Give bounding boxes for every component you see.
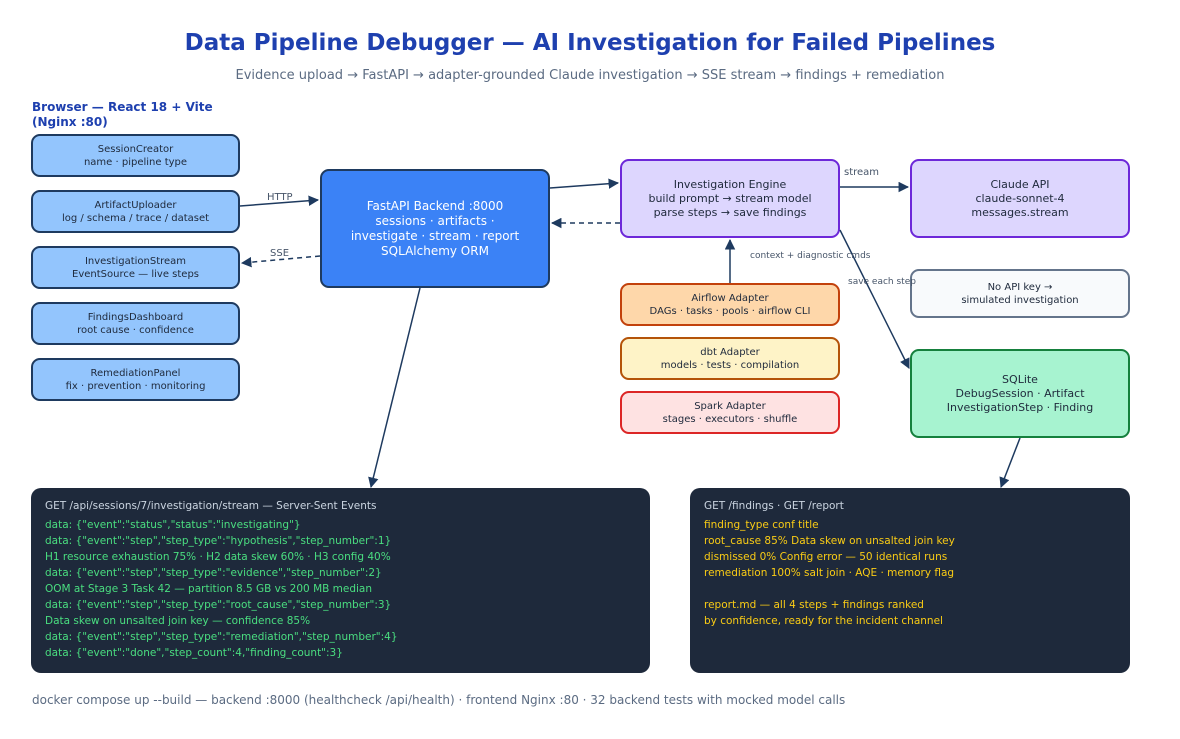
node-desc: models · tests · compilation xyxy=(660,359,800,371)
findings-report-panel: GET /findings · GET /report finding_type… xyxy=(690,488,1130,673)
backend-to-engine-arrow xyxy=(549,178,620,189)
stream-edge-label: stream xyxy=(844,167,880,178)
findings-line: finding_type conf title xyxy=(704,519,819,531)
sse-panel-title: GET /api/sessions/7/investigation/stream… xyxy=(45,500,377,512)
footer-note: docker compose up --build — backend :800… xyxy=(32,693,846,707)
node-title: SessionCreator xyxy=(97,143,174,155)
dbt-adapter-node: dbt Adapter models · tests · compilation xyxy=(620,337,840,380)
sse-line: data: {"event":"step","step_type":"root_… xyxy=(45,599,392,611)
node-title: Investigation Engine xyxy=(673,177,787,191)
findings-line xyxy=(704,581,1116,597)
node-title: SQLite xyxy=(1002,372,1038,386)
node-line: claude-sonnet-4 xyxy=(975,191,1065,205)
node-title: Airflow Adapter xyxy=(691,292,769,304)
sse-stream-panel: GET /api/sessions/7/investigation/stream… xyxy=(31,488,650,673)
airflow-adapter-node: Airflow Adapter DAGs · tasks · pools · a… xyxy=(620,283,840,326)
http-edge-label: HTTP xyxy=(267,192,293,203)
node-line: DebugSession · Artifact xyxy=(955,386,1085,400)
node-line: build prompt → stream model xyxy=(648,191,812,205)
node-line: sessions · artifacts · xyxy=(375,213,495,228)
backend-to-sse-panel-arrow xyxy=(368,287,421,489)
findings-line: root_cause 85% Data skew on unsalted joi… xyxy=(704,535,955,547)
findings-line: by confidence, ready for the incident ch… xyxy=(704,615,943,627)
investigation-engine-node: Investigation Engine build prompt → stre… xyxy=(620,159,840,238)
http-arrow xyxy=(239,195,320,207)
findings-line: report.md — all 4 steps + findings ranke… xyxy=(704,599,924,611)
node-desc: stages · executors · shuffle xyxy=(662,413,798,425)
node-title: InvestigationStream xyxy=(84,255,187,267)
claude-api-node: Claude API claude-sonnet-4 messages.stre… xyxy=(910,159,1130,238)
sse-line: data: {"event":"step","step_type":"evide… xyxy=(45,567,382,579)
sqlite-node: SQLite DebugSession · Artifact Investiga… xyxy=(910,349,1130,438)
findings-line: dismissed 0% Config error — 50 identical… xyxy=(704,551,948,563)
node-line: simulated investigation xyxy=(961,294,1079,306)
node-title: Claude API xyxy=(990,177,1050,191)
page-subtitle: Evidence upload → FastAPI → adapter-grou… xyxy=(235,68,945,83)
findings-line: remediation 100% salt join · AQE · memor… xyxy=(704,567,955,579)
node-line: InvestigationStep · Finding xyxy=(946,400,1094,414)
node-desc: DAGs · tasks · pools · airflow CLI xyxy=(649,305,811,317)
node-title: FindingsDashboard xyxy=(87,311,184,323)
findings-dashboard-node: FindingsDashboard root cause · confidenc… xyxy=(31,302,240,345)
no-api-key-node: No API key → simulated investigation xyxy=(910,269,1130,318)
node-line: SQLAlchemy ORM xyxy=(381,243,489,258)
sse-line: Data skew on unsalted join key — confide… xyxy=(45,615,311,627)
artifact-uploader-node: ArtifactUploader log / schema / trace / … xyxy=(31,190,240,233)
investigation-stream-node: InvestigationStream EventSource — live s… xyxy=(31,246,240,289)
node-title: ArtifactUploader xyxy=(94,199,177,211)
sse-line: OOM at Stage 3 Task 42 — partition 8.5 G… xyxy=(45,583,373,595)
context-edge-label: context + diagnostic cmds xyxy=(750,251,871,261)
sse-edge-label: SSE xyxy=(270,248,290,259)
node-desc: name · pipeline type xyxy=(83,156,188,168)
sse-line: data: {"event":"step","step_type":"hypot… xyxy=(45,535,392,547)
node-title: RemediationPanel xyxy=(90,367,181,379)
node-title: FastAPI Backend :8000 xyxy=(366,198,504,213)
node-desc: root cause · confidence xyxy=(77,324,194,336)
sse-line: data: {"event":"status","status":"invest… xyxy=(45,519,301,531)
save-edge-label: save each step xyxy=(848,277,916,287)
node-desc: log / schema / trace / dataset xyxy=(61,212,210,224)
node-line: investigate · stream · report xyxy=(350,228,520,243)
sse-line: data: {"event":"step","step_type":"remed… xyxy=(45,631,398,643)
node-title: Spark Adapter xyxy=(694,400,766,412)
node-desc: fix · prevention · monitoring xyxy=(65,380,206,392)
page-title: Data Pipeline Debugger — AI Investigatio… xyxy=(184,30,996,56)
save-step-arrow xyxy=(839,229,910,369)
node-title: dbt Adapter xyxy=(700,346,760,358)
sse-line: data: {"event":"done","step_count":4,"fi… xyxy=(45,647,343,659)
remediation-panel-node: RemediationPanel fix · prevention · moni… xyxy=(31,358,240,401)
sse-arrow xyxy=(240,255,321,268)
findings-panel-title: GET /findings · GET /report xyxy=(704,500,844,512)
sqlite-to-findings-arrow xyxy=(999,437,1021,488)
browser-section-label: Browser — React 18 + Vite (Nginx :80) xyxy=(32,100,213,129)
spark-adapter-node: Spark Adapter stages · executors · shuff… xyxy=(620,391,840,434)
sse-line: H1 resource exhaustion 75% · H2 data ske… xyxy=(45,551,391,563)
node-line: messages.stream xyxy=(971,205,1069,219)
node-line: parse steps → save findings xyxy=(653,205,807,219)
node-line: No API key → xyxy=(987,281,1053,293)
fastapi-backend-node: FastAPI Backend :8000 sessions · artifac… xyxy=(320,169,550,288)
session-creator-node: SessionCreator name · pipeline type xyxy=(31,134,240,177)
node-desc: EventSource — live steps xyxy=(72,268,199,280)
